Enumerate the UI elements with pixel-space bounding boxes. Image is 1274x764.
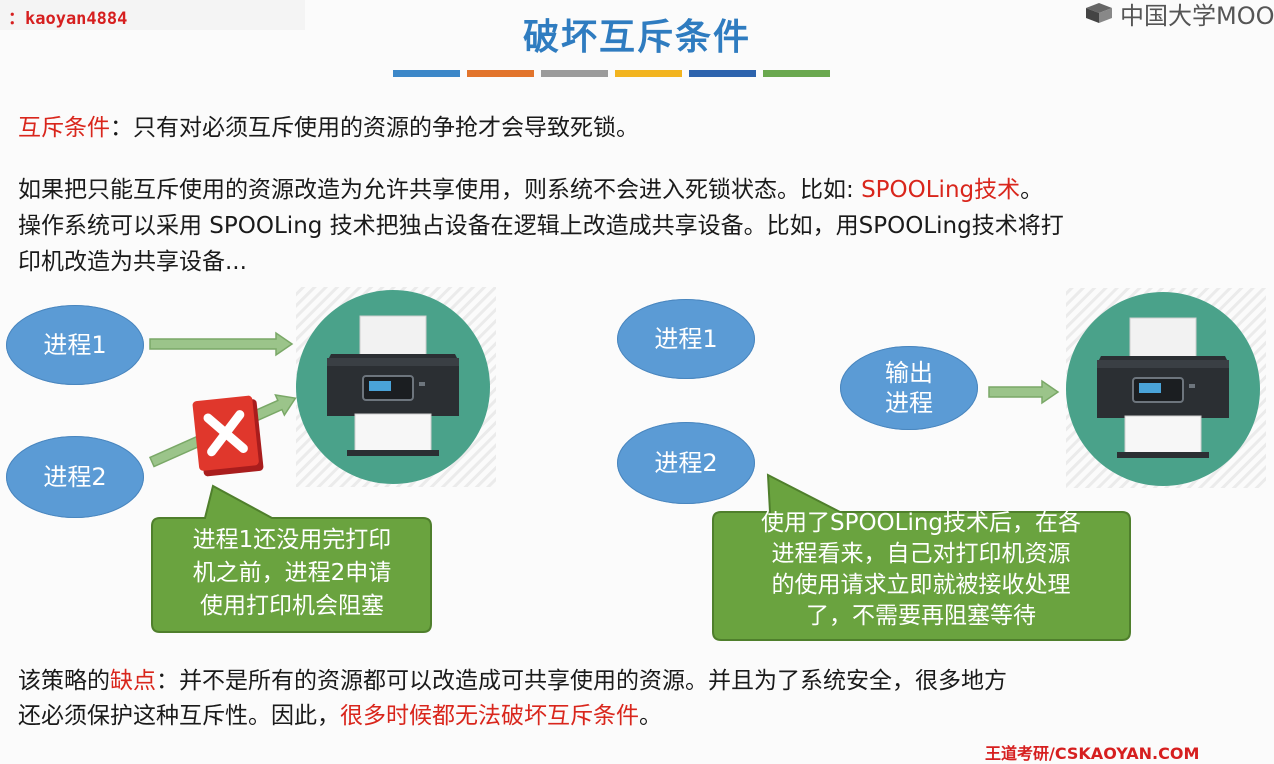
color-bar [541, 70, 608, 77]
corner-watermark: 王道考研/CSKAOYAN.COM [985, 744, 1200, 763]
watermark-box [0, 0, 305, 30]
mooc-logo-icon [1084, 2, 1114, 24]
page-title: 破坏互斥条件 [522, 17, 751, 58]
para-line3: 印机改造为共享设备... [18, 249, 247, 275]
definition-text: 只有对必须互斥使用的资源的争抢才会导致死锁。 [133, 115, 639, 141]
definition-colon: ： [110, 115, 133, 141]
color-bar [763, 70, 830, 77]
drawback-paragraph: 该策略的缺点：并不是所有的资源都可以改造成可共享使用的资源。并且为了系统安全，很… [18, 668, 1007, 729]
watermark-text: ：kaoyan4884 [8, 9, 128, 29]
explanation-paragraph: 如果把只能互斥使用的资源改造为允许共享使用，则系统不会进入死锁状态。比如: SP… [18, 172, 1258, 280]
title-color-bars [393, 70, 830, 77]
mooc-logo-text: 中国大学MOOC [1120, 1, 1274, 30]
color-bar [467, 70, 534, 77]
drawback-label: 缺点 [110, 668, 156, 694]
conclusion-red: 很多时候都无法破坏互斥条件 [340, 703, 639, 729]
process2-ellipse-right: 进程2 [617, 422, 755, 504]
color-bar [615, 70, 682, 77]
para-line2: 操作系统可以采用 SPOOLing 技术把独占设备在逻辑上改造成共享设备。比如，… [18, 213, 1064, 239]
process1-ellipse-right: 进程1 [617, 299, 755, 379]
callout-left-text: 进程1还没用完打印 机之前，进程2申请 使用打印机会阻塞 [192, 527, 392, 619]
para-line1-text: 如果把只能互斥使用的资源改造为允许共享使用，则系统不会进入死锁状态。比如: [18, 177, 862, 203]
output-process-ellipse: 输出进程 [840, 346, 978, 430]
color-bar [393, 70, 460, 77]
process1-ellipse-left: 进程1 [6, 305, 144, 385]
mooc-logo: 中国大学MOOC [1084, 0, 1274, 30]
para-line1-end: 。 [1020, 177, 1044, 203]
blocked-icon [192, 395, 264, 477]
para-line1-red: SPOOLing技术 [861, 177, 1021, 203]
callout-right-text: 使用了SPOOLing技术后，在各 进程看来，自己对打印机资源 的使用请求立即就… [760, 510, 1082, 629]
definition-line: 互斥条件：只有对必须互斥使用的资源的争抢才会导致死锁。 [18, 108, 639, 142]
color-bar [689, 70, 756, 77]
process2-ellipse-left: 进程2 [6, 436, 144, 518]
definition-label: 互斥条件 [18, 115, 110, 141]
